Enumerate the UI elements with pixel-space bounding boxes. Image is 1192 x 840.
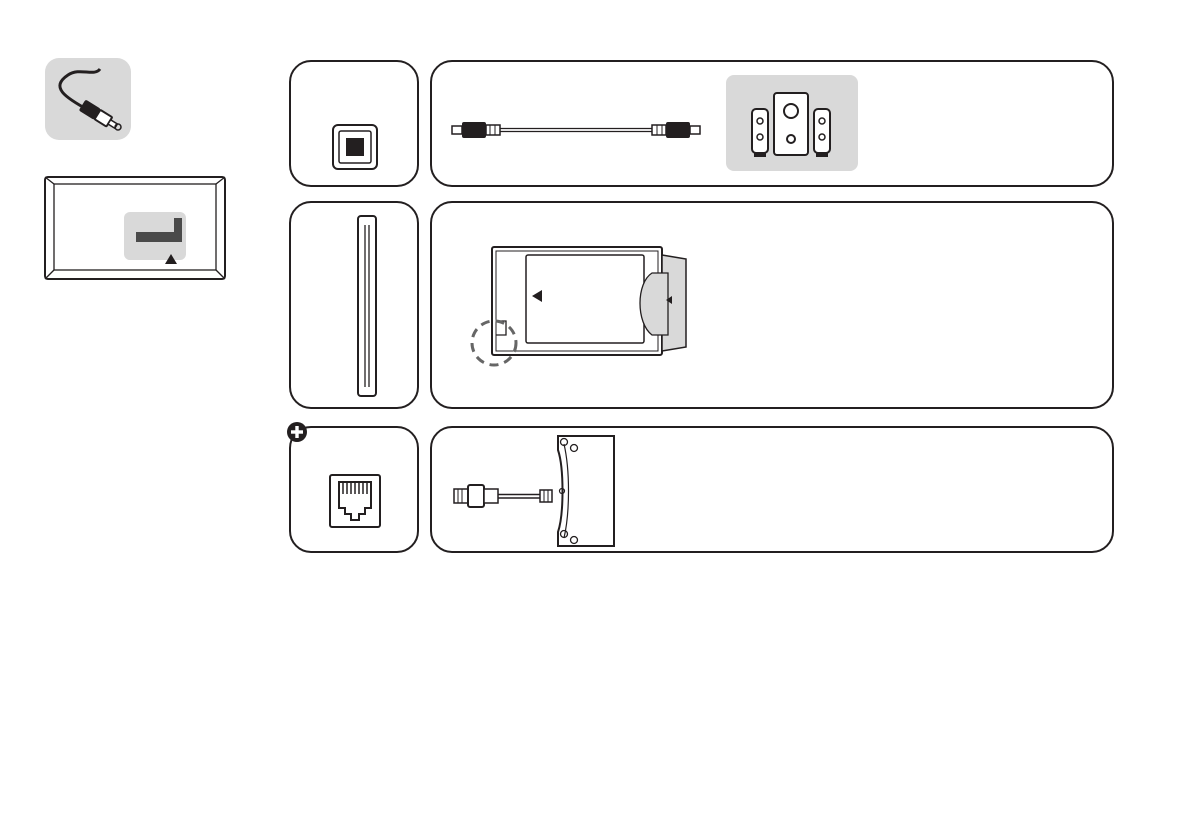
port-panel-lan: [289, 426, 419, 553]
ethernet-port-icon: [329, 474, 381, 528]
ci-slot-icon: [357, 215, 377, 397]
optical-audio-port-icon: [332, 124, 378, 170]
port-panel-ci: [289, 201, 419, 409]
device-panel-lan: [430, 426, 1114, 553]
cable-plug-icon: [44, 57, 132, 141]
ci-module-card-icon: [468, 243, 692, 371]
tv-rear-panel-icon: [44, 176, 226, 280]
optical-cable-icon: [446, 118, 726, 142]
speaker-system-icon: [726, 75, 858, 171]
device-panel-optical: [430, 60, 1114, 187]
plus-circle-icon: [286, 421, 308, 443]
network-wall-socket-icon: [554, 434, 616, 548]
device-panel-ci: [430, 201, 1114, 409]
lan-cable-icon: [446, 480, 558, 512]
port-panel-optical: [289, 60, 419, 187]
